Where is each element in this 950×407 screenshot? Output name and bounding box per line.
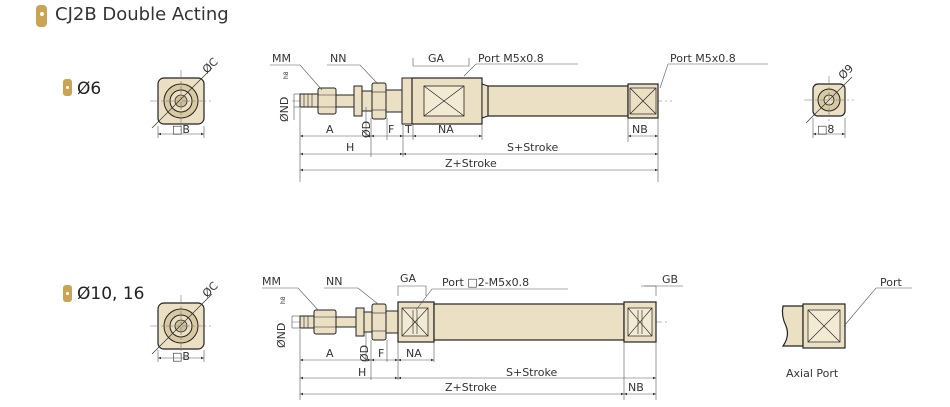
label-nb-1: NB (632, 123, 648, 136)
label-z-stroke-2: Z+Stroke (445, 381, 497, 394)
front-square-label-1: □B (172, 123, 190, 136)
size-badge-dot-1 (66, 86, 69, 89)
label-z-stroke-1: Z+Stroke (445, 157, 497, 170)
axial-port-view (781, 287, 912, 349)
label-nd-tol-2: h8 (280, 296, 287, 304)
side-view-2 (292, 301, 668, 343)
title-badge-dot (40, 12, 44, 16)
front-square-label-2: □B (172, 350, 190, 363)
size-label-1: Ø6 (77, 79, 102, 99)
label-ga-1: GA (428, 52, 445, 65)
label-port-right-1: Port M5x0.8 (670, 52, 736, 65)
label-t-1: T (404, 123, 412, 136)
label-nn-2: NN (326, 275, 342, 288)
axial-port-label: Port (880, 276, 902, 289)
label-mm-1: MM (272, 52, 291, 65)
side-view-1 (292, 77, 672, 125)
rear-dia-label-1: Ø9 (836, 62, 856, 82)
label-a-1: A (326, 123, 334, 136)
label-port-2: Port □2-M5x0.8 (442, 276, 529, 289)
label-na-2: NA (406, 347, 422, 360)
label-f-2: F (378, 347, 384, 360)
size-label-2: Ø10, 16 (77, 284, 145, 304)
label-nb-2: NB (628, 381, 644, 394)
label-d-1: ØD (360, 121, 373, 138)
dimensions-1 (270, 58, 768, 182)
label-nd-1: ØND (278, 97, 291, 122)
front-dia-label-1: ØC (200, 55, 221, 76)
title-badge (36, 5, 47, 27)
front-dia-label-2: ØC (200, 279, 221, 300)
label-na-1: NA (438, 123, 454, 136)
dimensions-2 (262, 285, 683, 400)
page-title: CJ2B Double Acting (55, 4, 229, 25)
rear-view-1 (804, 76, 854, 138)
label-s-stroke-2: S+Stroke (506, 366, 557, 379)
rear-square-label-1: □8 (817, 123, 834, 136)
label-ga-2: GA (400, 272, 417, 285)
front-view-2 (150, 293, 213, 362)
label-s-stroke-1: S+Stroke (507, 141, 558, 154)
label-port-left-1: Port M5x0.8 (478, 52, 544, 65)
label-nd-2: ØND (275, 323, 288, 348)
label-mm-2: MM (262, 275, 281, 288)
axial-port-caption: Axial Port (786, 367, 839, 380)
label-h-2: H (358, 366, 366, 379)
label-nd-tol-1: h8 (283, 71, 290, 79)
label-f-1: F (388, 123, 394, 136)
front-view-1 (150, 67, 213, 138)
label-gb-2: GB (662, 273, 678, 286)
label-nn-1: NN (330, 52, 346, 65)
label-d-2: ØD (358, 345, 371, 362)
size-badge-dot-2 (66, 292, 69, 295)
label-h-1: H (346, 141, 354, 154)
label-a-2: A (326, 347, 334, 360)
